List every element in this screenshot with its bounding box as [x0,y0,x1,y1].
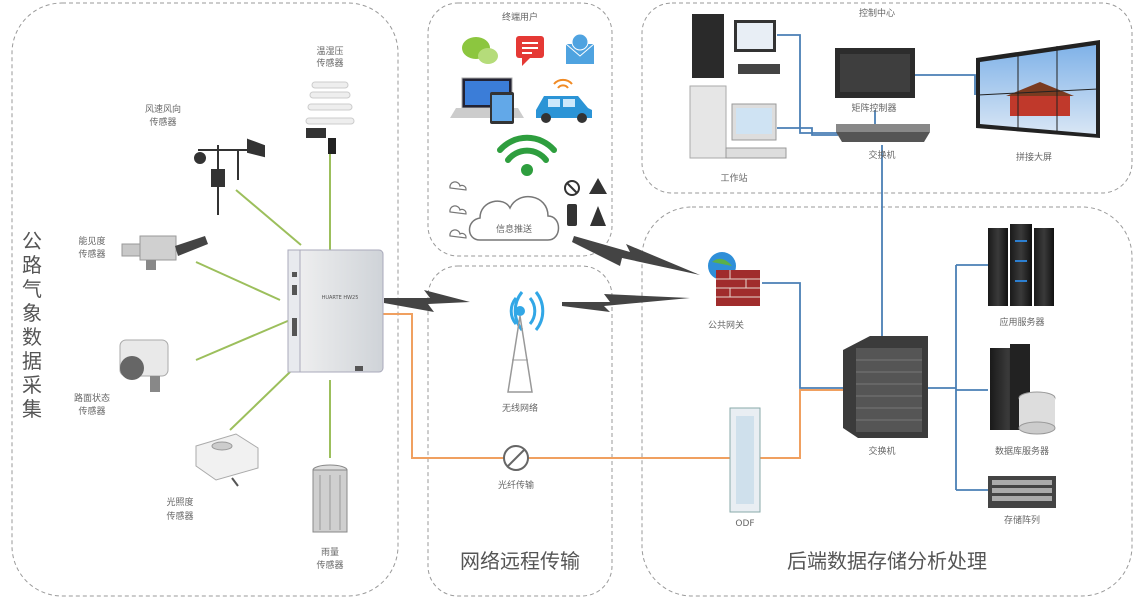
terminal-panel [427,2,613,257]
wireless-tower-icon [507,291,545,393]
temp-humidity-sensor-icon [305,81,355,154]
db-server-label: 数据库服务器 [995,445,1049,457]
laptop-tablet-icon [450,77,524,124]
sensor-links [195,154,331,458]
svg-text:路: 路 [22,253,42,277]
wind-label-1: 风速风向 [145,103,181,115]
matrix-controller-icon [835,48,915,98]
fiber-link [383,313,730,459]
video-wall-label: 拼接大屏 [1016,151,1052,163]
network-panel [427,265,613,597]
network-title: 网络远程传输 [460,549,580,573]
wechat-icon [462,37,498,64]
connected-car-icon [536,78,592,123]
core-switch-label: 交换机 [868,445,895,457]
svg-text:采: 采 [22,373,42,397]
fiber-link-backend [760,389,843,459]
odf-icon [729,407,761,513]
gateway-label: 公共网关 [708,319,744,331]
svg-text:据: 据 [22,349,42,373]
road-label-1: 路面状态 [74,392,110,404]
visibility-label-2: 传感器 [78,248,105,260]
fiber-transmission-icon [503,445,529,471]
svg-text:象: 象 [22,301,42,325]
workstation-icon [689,85,787,159]
wind-sensor-icon [194,138,265,215]
terminal-title: 终端用户 [502,11,538,23]
svg-text:集: 集 [22,397,42,421]
traffic-sign-icons [564,178,607,226]
rain-label-1: 雨量 [321,547,339,558]
core-switch-icon [843,336,928,438]
workstation-label: 工作站 [720,172,747,184]
wind-label-2: 传感器 [149,116,176,128]
fiber-label: 光纤传输 [498,479,534,491]
collection-title: 公 路 气 象 数 据 采 集 [22,229,42,421]
db-server-icon [990,344,1056,435]
svg-text:气: 气 [22,277,42,301]
odf-label: ODF [735,519,754,529]
storage-label: 存储阵列 [1004,514,1040,526]
backend-title: 后端数据存储分析处理 [787,549,987,573]
public-gateway-icon [708,252,760,306]
visibility-label-1: 能见度 [78,235,105,247]
svg-text:公: 公 [22,229,42,253]
info-push-cloud-icon [468,195,560,241]
cloud-label: 信息推送 [496,223,532,235]
wifi-icon [497,134,557,176]
control-pc-icon [692,14,780,78]
rain-gauge-icon [312,464,348,533]
control-title: 控制中心 [859,7,895,19]
rain-label-2: 传感器 [316,559,343,571]
road-label-2: 传感器 [78,405,105,417]
matrix-label: 矩阵控制器 [851,102,896,114]
app-server-icon [988,224,1054,306]
svg-text:数: 数 [22,325,42,349]
light-label-1: 光照度 [166,496,193,508]
weather-icons [449,181,467,239]
wireless-label: 无线网络 [502,402,538,414]
light-label-2: 传感器 [166,510,193,522]
control-switch-label: 交换机 [868,149,895,161]
temp-humidity-label-2: 传感器 [316,57,343,69]
video-wall-icon [976,40,1100,138]
weather-station-device [287,249,384,373]
device-label: HUARTE HW25 [322,295,359,301]
email-icon [565,33,595,64]
storage-array-icon [988,476,1056,508]
control-switch-icon [836,124,930,142]
backend-panel [641,206,1133,597]
light-sensor-icon [195,433,259,487]
app-server-label: 应用服务器 [999,316,1044,328]
wireless-bolts [384,236,700,312]
lan-links [762,34,988,491]
visibility-sensor-icon [121,235,208,270]
temp-humidity-label-1: 温湿压 [316,46,343,57]
sms-icon [516,36,544,66]
control-panel [641,2,1133,194]
road-sensor-icon [119,339,169,392]
